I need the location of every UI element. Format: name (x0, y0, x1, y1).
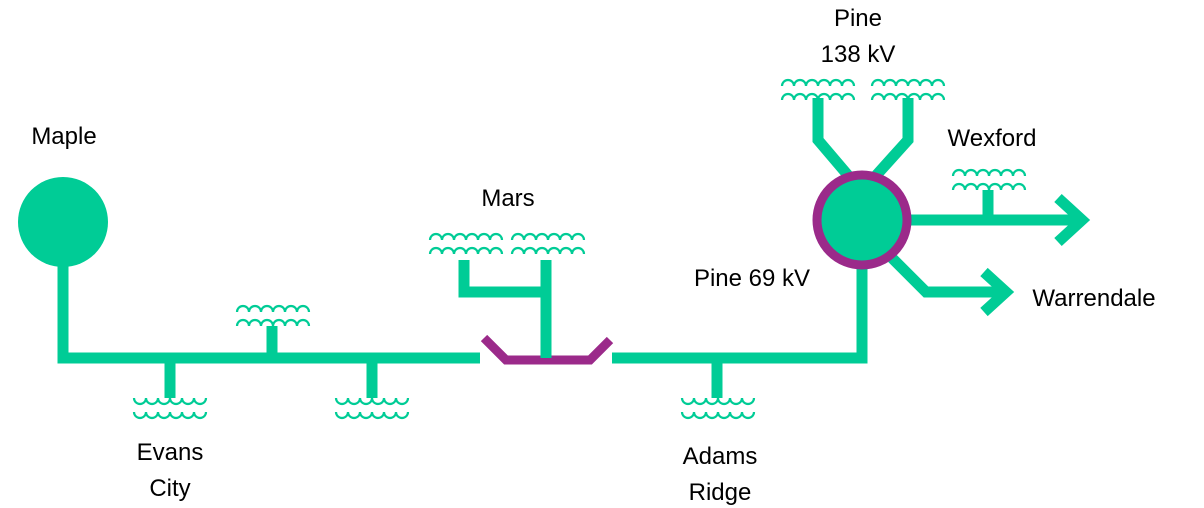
pine-substation-node (817, 175, 907, 265)
mars-stem-left (458, 260, 546, 298)
pine-138-left-line (812, 98, 857, 184)
mars-load-transformer-icon-2 (510, 232, 586, 256)
pine-ring (812, 170, 912, 270)
lower-tap-load-transformer-icon (334, 396, 410, 420)
evans-city-label-line1: Evans (137, 439, 204, 466)
warrendale-label: Warrendale (1032, 285, 1155, 312)
adams-ridge-load-transformer-icon (680, 396, 756, 420)
pine-138-load-transformer-icon-1 (780, 78, 856, 102)
pine-69-label: Pine 69 kV (694, 265, 810, 292)
warrendale-line (888, 254, 1004, 298)
upper-tap-load-transformer-icon (235, 304, 311, 328)
pine-138-label-line2: 138 kV (821, 41, 896, 68)
adams-ridge-bus-line (612, 262, 868, 364)
maple-substation-node (18, 177, 108, 267)
mars-label: Mars (481, 185, 534, 212)
wexford-arrow-icon (1054, 193, 1091, 247)
evans-city-label-line2: City (149, 475, 190, 502)
mars-open-switch (480, 334, 614, 365)
wexford-load-transformer-icon (951, 168, 1027, 192)
pine-138-load-transformer-icon-2 (870, 78, 946, 102)
wexford-label: Wexford (948, 125, 1037, 152)
adams-ridge-label-line2: Ridge (689, 479, 752, 506)
mars-load-transformer-icon-1 (428, 232, 504, 256)
adams-ridge-label-line1: Adams (683, 443, 758, 470)
maple-label: Maple (31, 123, 96, 150)
warrendale-arrow-icon (980, 267, 1015, 317)
evans-city-load-transformer-icon (132, 396, 208, 420)
maple-feeder-line (57, 262, 480, 364)
pine-138-right-line (867, 98, 914, 184)
pine-138-label-line1: Pine (834, 5, 882, 32)
